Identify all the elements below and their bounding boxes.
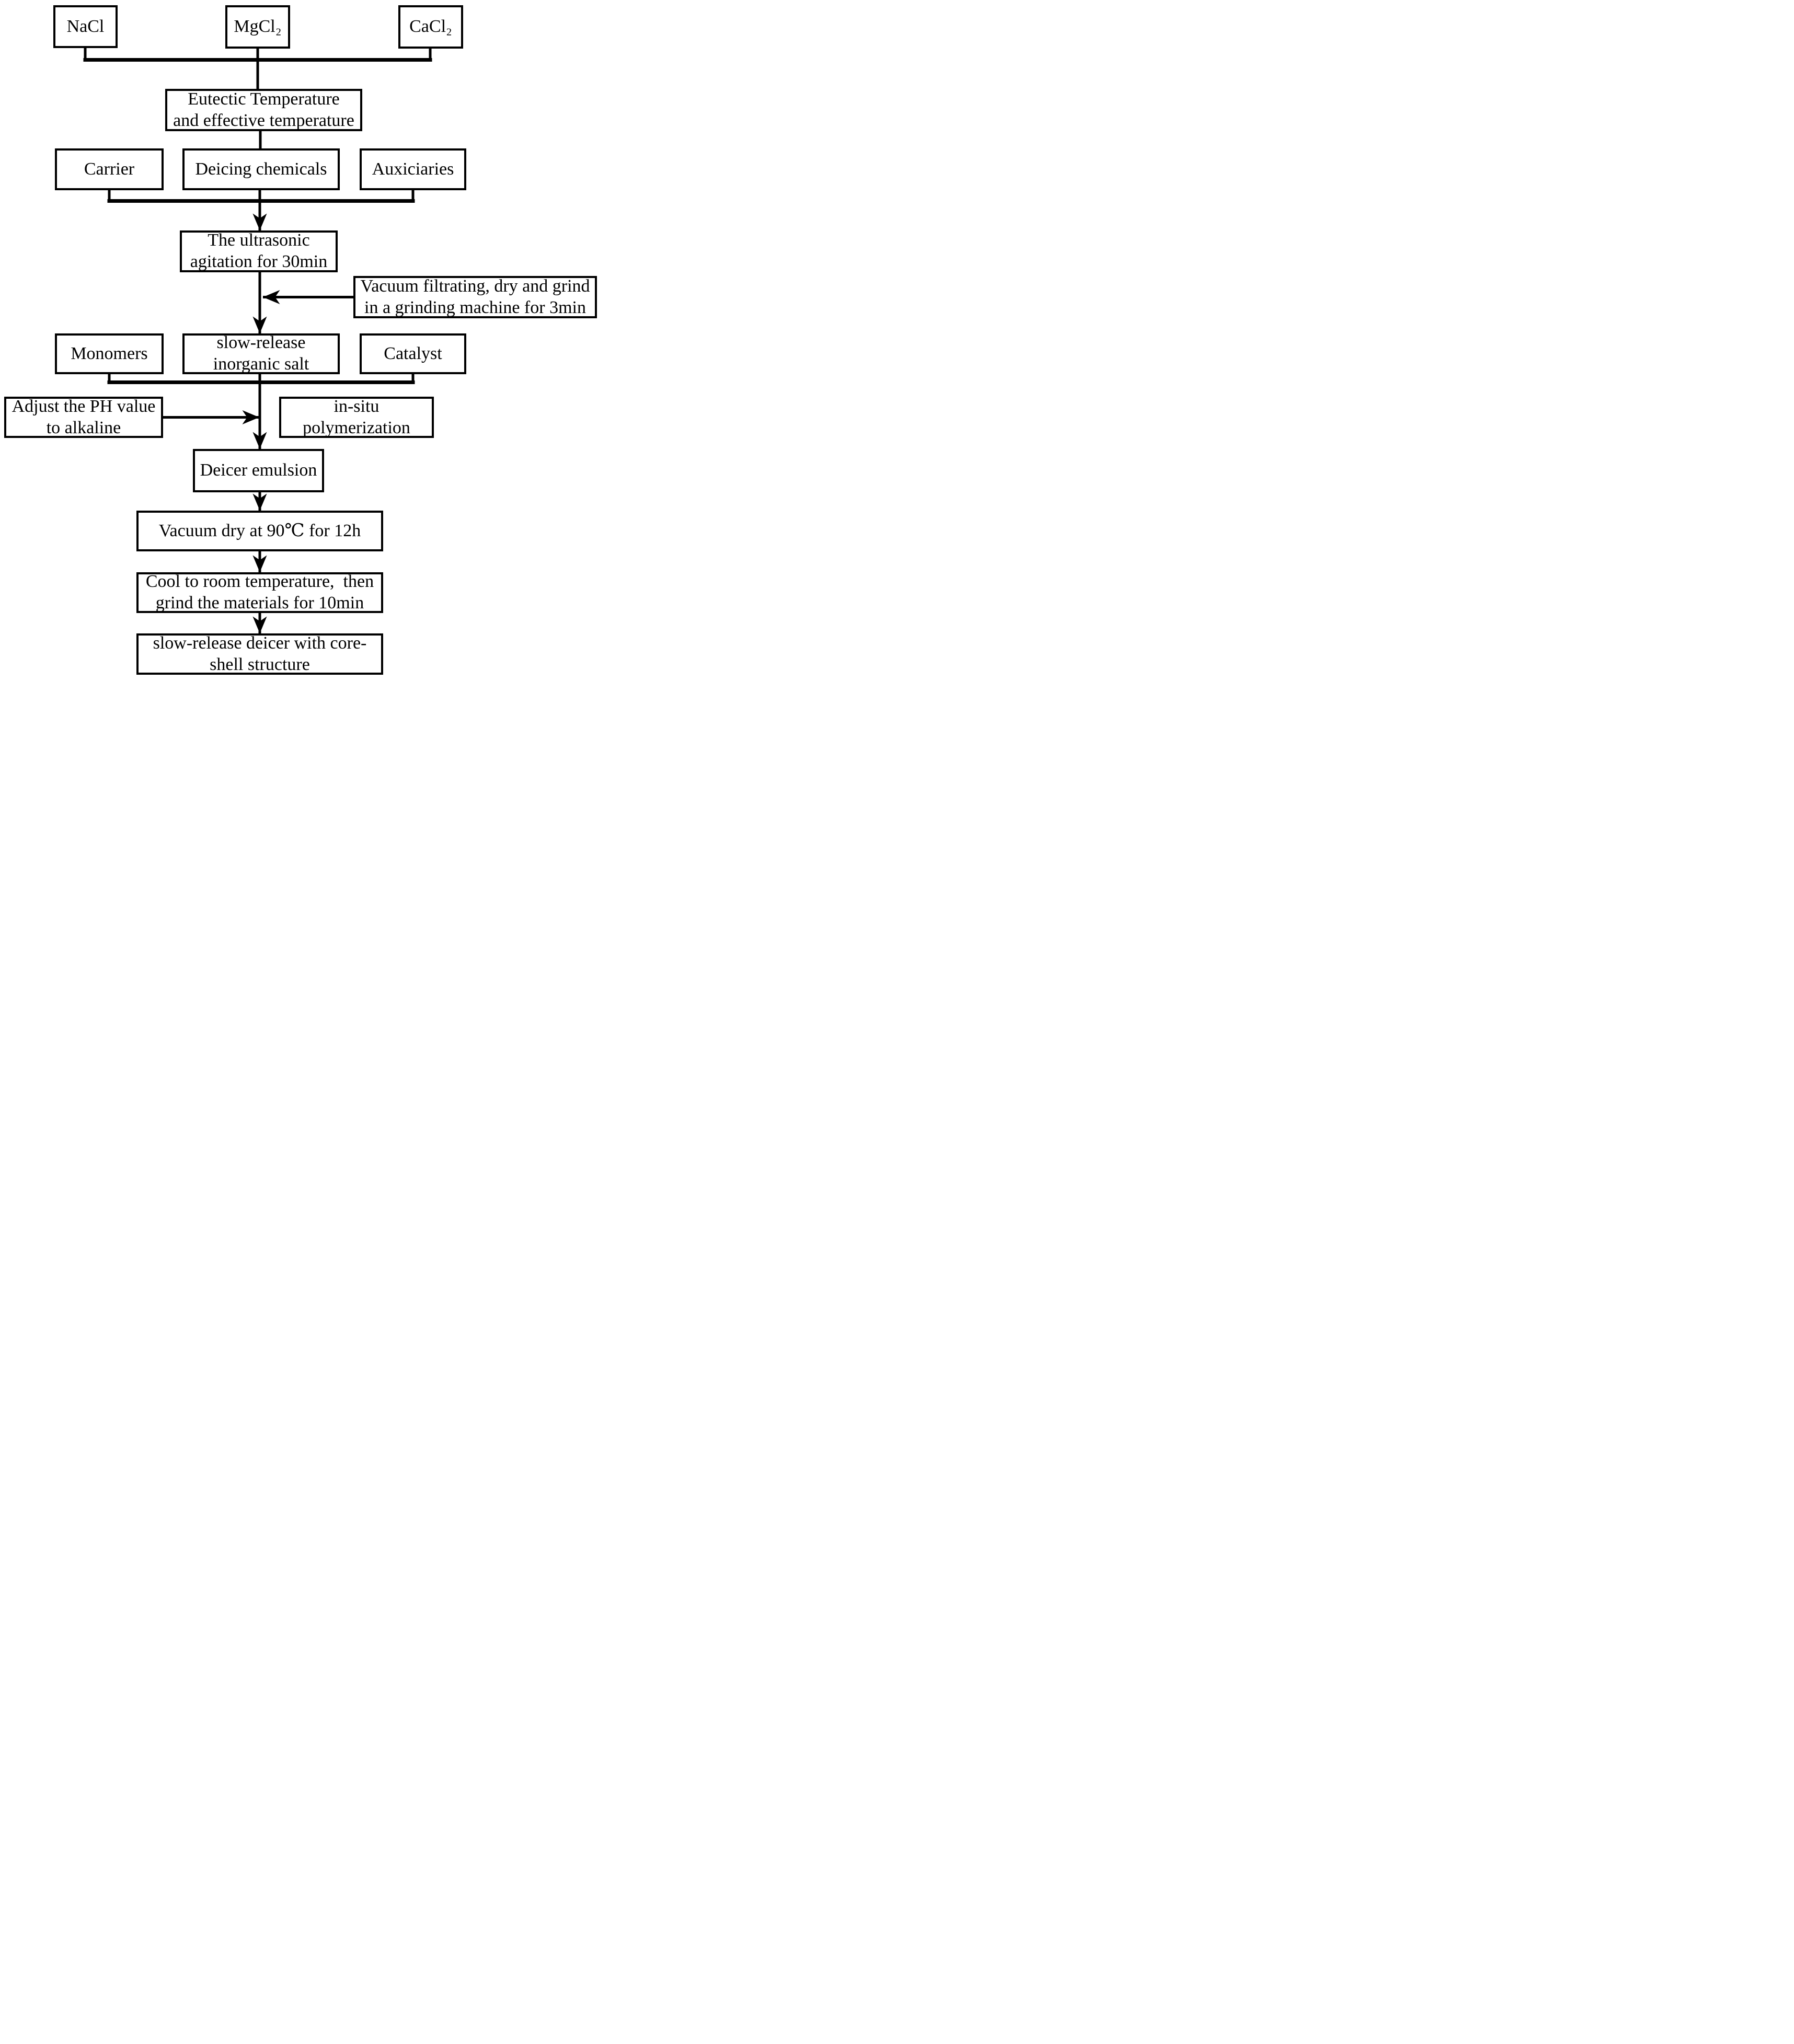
node-adjust-ph-label: Adjust the PH value to alkaline <box>12 396 156 437</box>
node-auxiciaries-label: Auxiciaries <box>372 159 454 179</box>
node-monomers: Monomers <box>55 333 164 374</box>
node-vacuum-filtrating-label: Vacuum filtrating, dry and grind in a gr… <box>360 276 590 317</box>
node-eutectic-temperature-label: Eutectic Temperature and effective tempe… <box>173 89 354 130</box>
node-nacl: NaCl <box>53 5 118 48</box>
node-in-situ-polymerization: in-situ polymerization <box>279 397 434 438</box>
node-vacuum-dry: Vacuum dry at 90℃ for 12h <box>136 511 383 551</box>
node-ultrasonic-agitation: The ultrasonic agitation for 30min <box>180 230 338 272</box>
node-carrier: Carrier <box>55 148 164 190</box>
node-monomers-label: Monomers <box>71 343 148 363</box>
node-final-product-label: slow-release deicer with core- shell str… <box>153 633 367 674</box>
node-vacuum-filtrating: Vacuum filtrating, dry and grind in a gr… <box>353 276 597 318</box>
node-slow-release-inorganic-salt-label: slow-release inorganic salt <box>213 333 309 374</box>
node-nacl-label: NaCl <box>66 16 105 36</box>
node-catalyst: Catalyst <box>360 333 466 374</box>
node-cacl2: CaCl₂ <box>398 5 463 49</box>
node-auxiciaries: Auxiciaries <box>360 148 466 190</box>
node-deicer-emulsion-label: Deicer emulsion <box>200 460 317 480</box>
node-vacuum-dry-label: Vacuum dry at 90℃ for 12h <box>158 521 361 540</box>
node-deicing-chemicals-label: Deicing chemicals <box>195 159 327 179</box>
node-cool-and-grind: Cool to room temperature, then grind the… <box>136 572 383 613</box>
node-adjust-ph: Adjust the PH value to alkaline <box>4 397 163 438</box>
node-slow-release-inorganic-salt: slow-release inorganic salt <box>182 333 340 374</box>
connector-layer <box>83 47 432 633</box>
node-mgcl2-label: MgCl₂ <box>234 17 282 37</box>
node-cacl2-label: CaCl₂ <box>409 17 452 37</box>
node-deicer-emulsion: Deicer emulsion <box>193 449 324 492</box>
node-ultrasonic-agitation-label: The ultrasonic agitation for 30min <box>190 230 328 271</box>
node-in-situ-polymerization-label: in-situ polymerization <box>303 396 410 437</box>
node-eutectic-temperature: Eutectic Temperature and effective tempe… <box>165 89 362 131</box>
flowchart-canvas: NaCl MgCl₂ CaCl₂ Eutectic Temperature an… <box>0 0 598 682</box>
node-deicing-chemicals: Deicing chemicals <box>182 148 340 190</box>
node-final-product: slow-release deicer with core- shell str… <box>136 633 383 675</box>
node-catalyst-label: Catalyst <box>384 343 442 363</box>
node-cool-and-grind-label: Cool to room temperature, then grind the… <box>145 572 374 613</box>
node-carrier-label: Carrier <box>84 159 135 179</box>
node-mgcl2: MgCl₂ <box>225 5 290 49</box>
